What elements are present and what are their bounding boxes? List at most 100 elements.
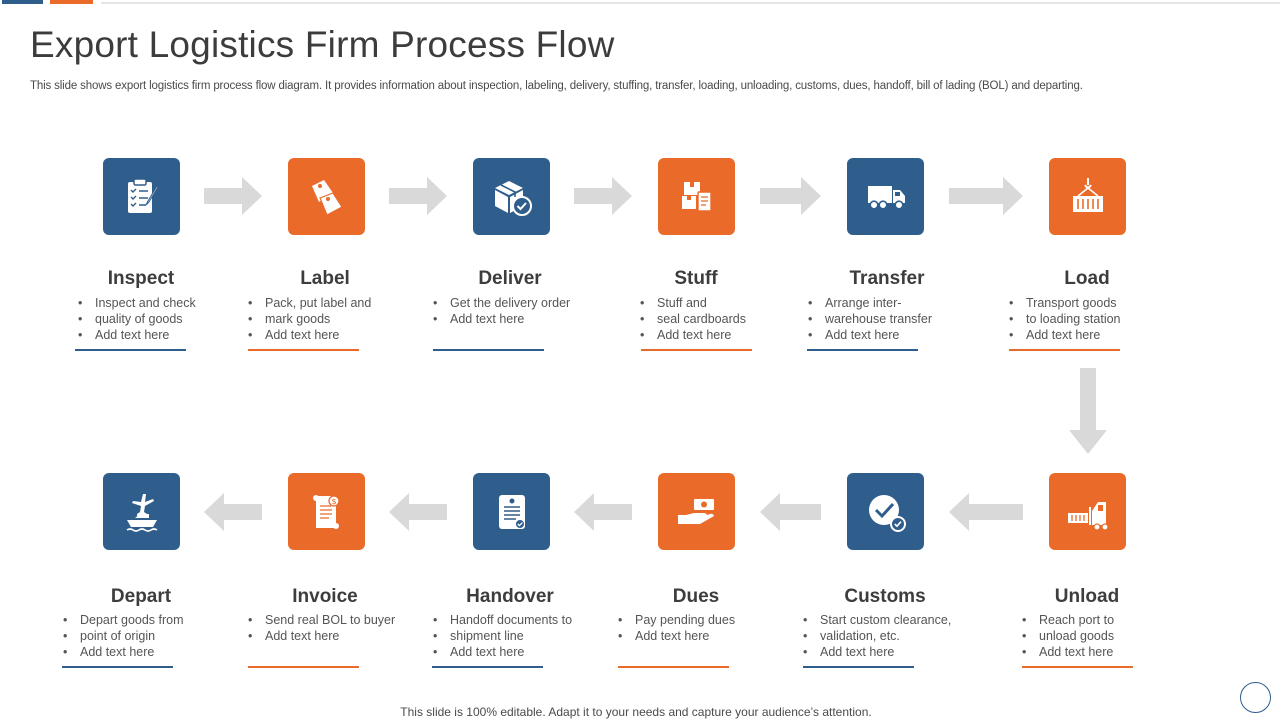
- crane-container-icon: [1072, 177, 1103, 212]
- corner-circle-icon: [1240, 682, 1271, 713]
- step-label-title: Label: [300, 268, 350, 289]
- bullet: Add text here: [616, 628, 735, 644]
- step-dues-underline: [618, 666, 729, 668]
- hand-money-icon: [677, 498, 714, 524]
- step-unload-bullets: Reach port to unload goods Add text here: [1020, 612, 1114, 660]
- step-load-box: [1049, 158, 1126, 235]
- top-divider: [101, 2, 1280, 4]
- bullet: Depart goods from: [61, 612, 184, 628]
- svg-text:$: $: [331, 497, 336, 506]
- step-unload-title: Unload: [1054, 586, 1120, 607]
- bullet: Add text here: [61, 644, 184, 660]
- plane-ship-icon: [126, 493, 157, 532]
- bullet: Add text here: [1020, 644, 1114, 660]
- flow-arrow-left: [389, 493, 447, 531]
- truck-icon: [867, 185, 905, 210]
- step-customs-box: [847, 473, 924, 550]
- bullet: Arrange inter-: [806, 295, 932, 311]
- step-customs-underline: [803, 666, 914, 668]
- bullet: Add text here: [76, 327, 196, 343]
- flow-arrow-right: [204, 177, 262, 215]
- step-label-box: [288, 158, 365, 235]
- step-label-bullets: Pack, put label and mark goods Add text …: [246, 295, 371, 343]
- step-unload-box: [1049, 473, 1126, 550]
- bullet: Handoff documents to: [431, 612, 572, 628]
- flow-arrow-left: [204, 493, 262, 531]
- bullet: seal cardboards: [638, 311, 746, 327]
- package-check-icon: [494, 180, 532, 216]
- clipboard-checklist-icon: [127, 177, 159, 213]
- bullet: Stuff and: [638, 295, 746, 311]
- forklift-container-icon: [1067, 501, 1109, 531]
- bullet: shipment line: [431, 628, 572, 644]
- step-dues-box: [658, 473, 735, 550]
- bullet: Send real BOL to buyer: [246, 612, 395, 628]
- step-invoice-box: $: [288, 473, 365, 550]
- step-deliver-title: Deliver: [478, 268, 542, 289]
- boxes-clipboard-icon: [681, 181, 712, 212]
- flow-arrow-right: [389, 177, 447, 215]
- step-deliver-box: [473, 158, 550, 235]
- bullet: Add text here: [246, 327, 371, 343]
- flow-arrow-right: [760, 177, 821, 215]
- step-handover-bullets: Handoff documents to shipment line Add t…: [431, 612, 572, 660]
- step-depart-bullets: Depart goods from point of origin Add te…: [61, 612, 184, 660]
- step-depart-title: Depart: [110, 586, 172, 607]
- step-transfer-underline: [807, 349, 918, 351]
- bullet: Add text here: [801, 644, 951, 660]
- top-accent-orange: [50, 0, 93, 4]
- step-load-underline: [1009, 349, 1120, 351]
- step-load-title: Load: [1064, 268, 1110, 289]
- flow-arrow-left: [949, 493, 1023, 531]
- step-deliver-bullets: Get the delivery order Add text here: [431, 295, 570, 327]
- bullet: Add text here: [638, 327, 746, 343]
- step-deliver-underline: [433, 349, 544, 351]
- step-handover-title: Handover: [466, 586, 554, 607]
- flow-arrow-left: [574, 493, 632, 531]
- bullet: Start custom clearance,: [801, 612, 951, 628]
- bullet: Get the delivery order: [431, 295, 570, 311]
- document-seal-icon: [498, 494, 525, 529]
- slide-subtitle: This slide shows export logistics firm p…: [30, 80, 1083, 92]
- step-stuff-box: [658, 158, 735, 235]
- price-tags-icon: [311, 179, 343, 216]
- slide-footer: This slide is 100% editable. Adapt it to…: [400, 705, 872, 719]
- step-dues-bullets: Pay pending dues Add text here: [616, 612, 735, 644]
- bullet: point of origin: [61, 628, 184, 644]
- step-customs-bullets: Start custom clearance, validation, etc.…: [801, 612, 951, 660]
- bullet: validation, etc.: [801, 628, 951, 644]
- slide-title: Export Logistics Firm Process Flow: [30, 24, 615, 65]
- bullet: Transport goods: [1007, 295, 1121, 311]
- bullet: warehouse transfer: [806, 311, 932, 327]
- step-handover-box: [473, 473, 550, 550]
- bullet: Inspect and check: [76, 295, 196, 311]
- step-invoice-title: Invoice: [292, 586, 358, 607]
- bullet: to loading station: [1007, 311, 1121, 327]
- step-inspect-title: Inspect: [107, 268, 175, 289]
- step-dues-title: Dues: [672, 586, 720, 607]
- bullet: unload goods: [1020, 628, 1114, 644]
- step-inspect-box: [103, 158, 180, 235]
- step-stuff-title: Stuff: [674, 268, 718, 289]
- step-customs-title: Customs: [844, 586, 926, 607]
- top-accent-blue: [2, 0, 43, 4]
- bullet: Add text here: [431, 644, 572, 660]
- bullet: Add text here: [431, 311, 570, 327]
- step-depart-box: [103, 473, 180, 550]
- step-inspect-underline: [75, 349, 186, 351]
- bullet: Pay pending dues: [616, 612, 735, 628]
- flow-arrow-right: [949, 177, 1023, 215]
- step-inspect-bullets: Inspect and check quality of goods Add t…: [76, 295, 196, 343]
- step-load-bullets: Transport goods to loading station Add t…: [1007, 295, 1121, 343]
- bullet: quality of goods: [76, 311, 196, 327]
- step-stuff-bullets: Stuff and seal cardboards Add text here: [638, 295, 746, 343]
- flow-arrow-down: [1069, 368, 1107, 454]
- step-stuff-underline: [641, 349, 752, 351]
- bullet: Reach port to: [1020, 612, 1114, 628]
- step-transfer-bullets: Arrange inter- warehouse transfer Add te…: [806, 295, 932, 343]
- bullet: Add text here: [806, 327, 932, 343]
- step-handover-underline: [432, 666, 543, 668]
- step-transfer-title: Transfer: [849, 268, 925, 289]
- step-invoice-underline: [248, 666, 359, 668]
- flow-arrow-left: [760, 493, 821, 531]
